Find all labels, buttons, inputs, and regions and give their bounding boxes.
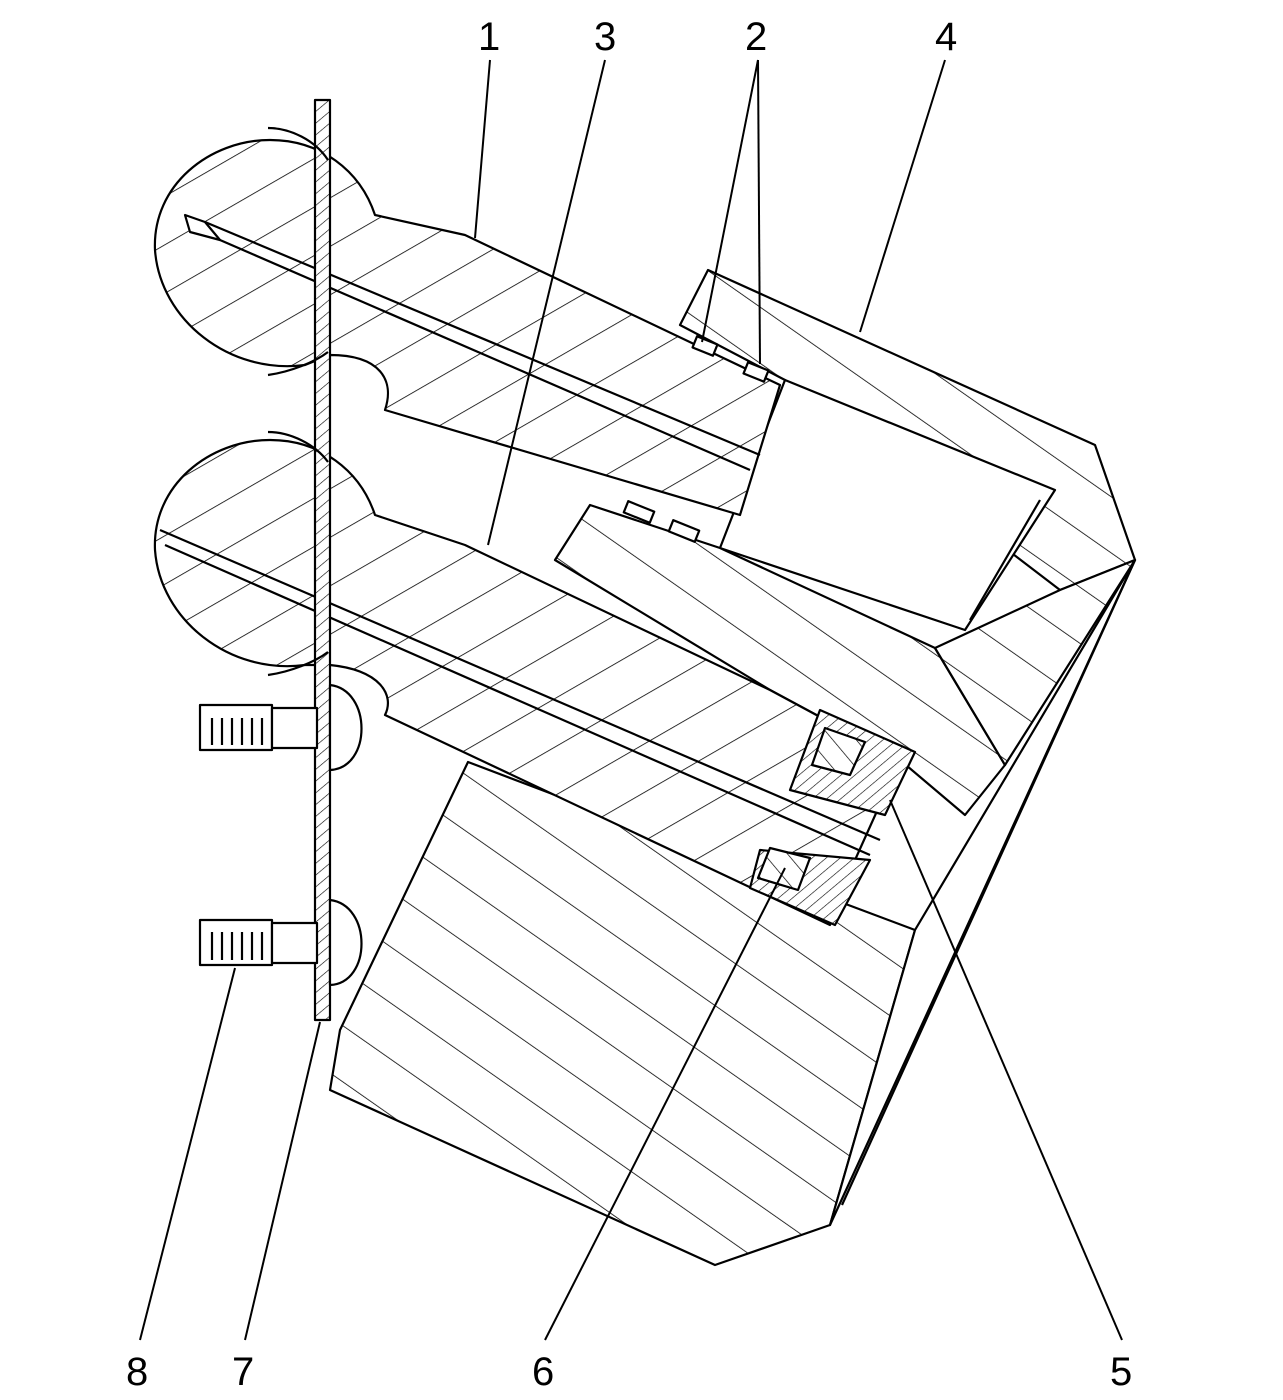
callout-2: 2	[745, 15, 767, 59]
insert-2a	[691, 335, 719, 357]
callout-6: 6	[532, 1350, 554, 1394]
callout-4: 4	[935, 15, 957, 59]
callout-8: 8	[126, 1350, 148, 1394]
callout-7: 7	[232, 1350, 254, 1394]
leader-5	[889, 799, 1123, 1341]
bolt-lower	[198, 898, 363, 987]
leader-2a	[701, 59, 759, 343]
leader-1	[474, 59, 491, 239]
callout-5: 5	[1110, 1350, 1132, 1394]
insert-2b	[742, 361, 770, 383]
leader-7	[244, 1021, 321, 1341]
lower-ball-stud	[153, 438, 902, 927]
upper-ball-stud	[153, 138, 782, 517]
callout-3: 3	[594, 15, 616, 59]
callout-1: 1	[478, 15, 500, 59]
bolt-upper	[198, 683, 363, 772]
mounting-plate-7	[313, 98, 332, 1022]
leader-3	[487, 59, 606, 546]
leader-4	[859, 59, 946, 333]
leader-6	[544, 867, 786, 1341]
right-wedge	[933, 558, 1137, 767]
leader-2b	[757, 59, 761, 365]
leader-8	[139, 967, 236, 1341]
